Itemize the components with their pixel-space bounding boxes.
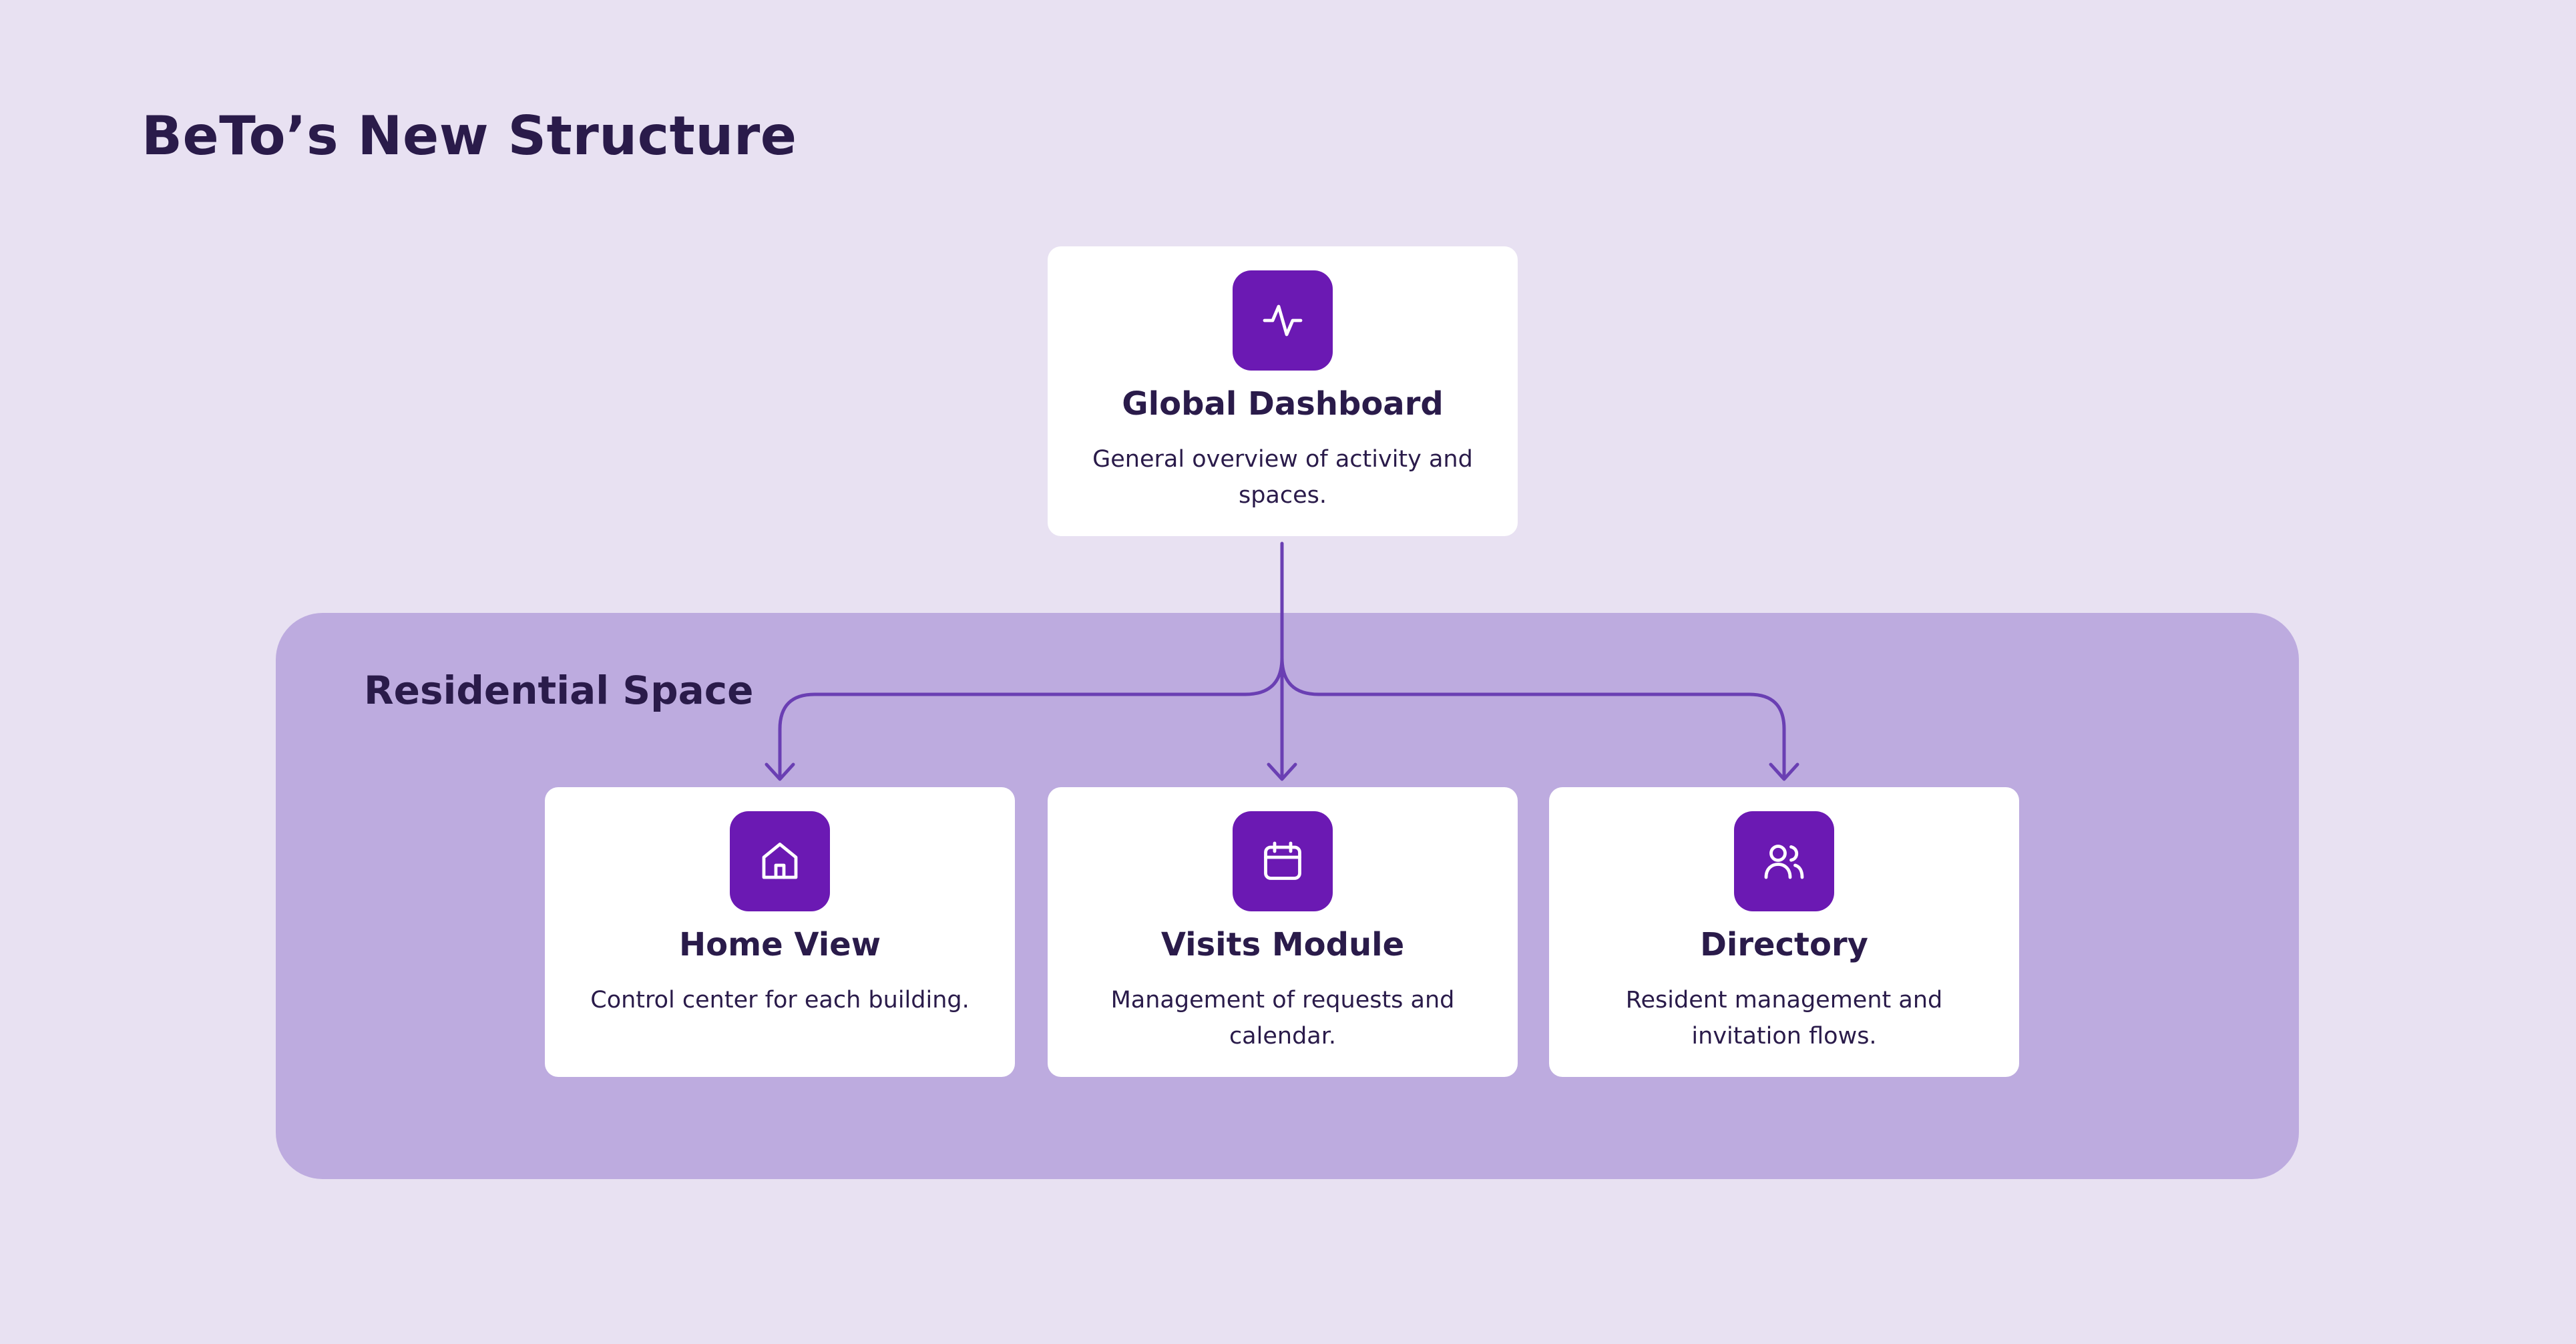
activity-pulse-icon [1233,270,1333,371]
arrowhead-home-view [765,762,795,781]
arrowhead-directory [1769,762,1799,781]
card-title: Home View [678,926,881,963]
card-description: Control center for each building. [590,987,970,1014]
page-title: BeTo’s New Structure [142,105,797,167]
card-description: Management of requests and calendar. [1110,987,1455,1050]
calendar-icon [1233,811,1333,911]
users-icon [1734,811,1834,911]
visits-module-card[interactable]: Visits Module Management of requests and… [1048,787,1518,1077]
directory-card[interactable]: Directory Resident management and invita… [1549,787,2019,1077]
card-title: Visits Module [1160,926,1405,963]
connector-to-directory [1280,656,1786,780]
card-title: Directory [1700,926,1868,963]
arrowhead-visits-module [1267,762,1297,781]
house-icon [730,811,830,911]
card-title: Global Dashboard [1122,385,1444,423]
region-label: Residential Space [364,668,754,713]
card-description: Resident management and invitation flows… [1625,987,1943,1050]
connector-to-home-view [778,541,1284,780]
home-view-card[interactable]: Home View Control center for each buildi… [545,787,1015,1077]
global-dashboard-card[interactable]: Global Dashboard General overview of act… [1048,246,1518,536]
card-description: General overview of activity and spaces. [1092,446,1473,509]
